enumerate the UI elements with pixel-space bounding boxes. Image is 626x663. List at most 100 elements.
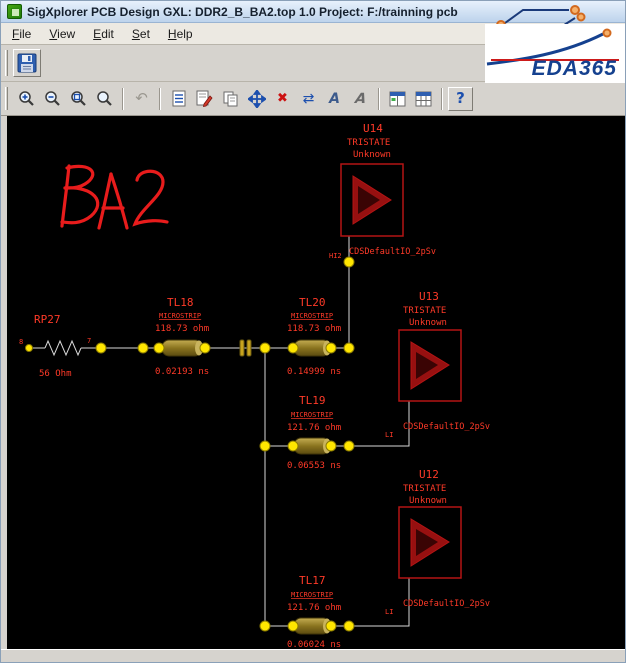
resistor-value[interactable]: 56 Ohm	[39, 369, 72, 379]
buffer-model[interactable]: CDSDefaultIO_2pSv	[403, 422, 490, 432]
tline-ref: TL17	[299, 574, 326, 587]
net-node[interactable]	[259, 342, 271, 354]
copy-button[interactable]	[218, 86, 243, 111]
tline-tl20[interactable]: TL20 MICROSTRIP 118.73 ohm 0.14999 ns	[287, 296, 341, 377]
tools-toolbar: ↶	[1, 82, 625, 116]
net-node[interactable]	[287, 620, 299, 632]
tline-tl17[interactable]: TL17 MICROSTRIP 121.76 ohm 0.06024 ns	[287, 574, 341, 650]
tline-impedance[interactable]: 121.76 ohm	[287, 603, 341, 613]
buffer-model[interactable]: CDSDefaultIO_2pSv	[349, 247, 436, 257]
schematic-canvas[interactable]: RP27 8 7 56 Ohm TL18 MICROSTRIP 118.73 o…	[7, 116, 626, 650]
report-button[interactable]	[166, 86, 191, 111]
toolbar-separator	[122, 87, 124, 110]
toolbar-separator	[378, 87, 380, 110]
menu-set[interactable]: Set	[131, 26, 150, 41]
tline-tl18[interactable]: TL18 MICROSTRIP 118.73 ohm 0.02193 ns	[155, 296, 209, 377]
rotate-text-icon: A	[329, 90, 340, 107]
net-node[interactable]	[259, 440, 271, 452]
zoom-window-icon	[97, 91, 112, 106]
menu-file[interactable]: File	[12, 26, 32, 41]
schematic-svg[interactable]: RP27 8 7 56 Ohm TL18 MICROSTRIP 118.73 o…	[7, 116, 626, 650]
tline-impedance[interactable]: 118.73 ohm	[287, 324, 341, 334]
net-node[interactable]	[343, 256, 355, 268]
buffer-state[interactable]: Unknown	[409, 496, 447, 506]
buffer-triangle-inner	[416, 352, 438, 379]
toolbar-gripper-2[interactable]	[5, 86, 8, 111]
buffer-state[interactable]: Unknown	[409, 318, 447, 328]
net-node[interactable]	[343, 440, 355, 452]
buffer-u13[interactable]: U13 TRISTATE Unknown CDSDefaultIO_2pSv L…	[385, 290, 490, 439]
delete-button[interactable]: ✖	[270, 86, 295, 111]
zoom-out-icon	[45, 91, 60, 106]
swap-icon: ⇄	[302, 90, 315, 107]
net-node[interactable]	[199, 342, 211, 354]
menu-help[interactable]: Help	[167, 26, 193, 41]
buffer-u12[interactable]: U12 TRISTATE Unknown CDSDefaultIO_2pSv L…	[385, 468, 490, 616]
zoom-out-button[interactable]	[40, 86, 65, 111]
net-node[interactable]	[343, 620, 355, 632]
view-grid-button[interactable]	[385, 86, 410, 111]
tline-ref: TL20	[299, 296, 326, 309]
buffer-outline[interactable]	[398, 329, 462, 402]
zoom-fit-button[interactable]	[66, 86, 91, 111]
buffer-outline[interactable]	[340, 163, 404, 237]
buffer-triangle-inner	[416, 529, 438, 556]
buffer-ref: U12	[419, 468, 439, 481]
net-node[interactable]	[137, 342, 149, 354]
tline-delay[interactable]: 0.06553 ns	[287, 461, 341, 471]
tline-delay[interactable]: 0.06024 ns	[287, 640, 341, 650]
net-node[interactable]	[153, 342, 165, 354]
menu-edit[interactable]: Edit	[93, 26, 114, 41]
menu-view[interactable]: View	[49, 26, 76, 41]
toolbar-separator	[159, 87, 161, 110]
buffer-state[interactable]: Unknown	[353, 150, 391, 160]
tline-impedance[interactable]: 118.73 ohm	[155, 324, 209, 334]
tline-delay[interactable]: 0.14999 ns	[287, 367, 341, 377]
undo-button[interactable]: ↶	[129, 86, 154, 111]
buffer-model[interactable]: CDSDefaultIO_2pSv	[403, 599, 490, 609]
shear-text-button[interactable]: A	[348, 86, 373, 111]
series-junction-symbol[interactable]	[239, 339, 252, 357]
buffer-pin-label: LI	[385, 608, 393, 616]
save-button[interactable]	[13, 49, 41, 77]
view-grid-icon	[389, 91, 406, 106]
rotate-text-button[interactable]: A	[322, 86, 347, 111]
buffer-outline[interactable]	[398, 506, 462, 579]
net-node[interactable]	[343, 342, 355, 354]
brand-text: EDA365	[531, 57, 617, 80]
buffer-u14[interactable]: U14 TRISTATE Unknown CDSDefaultIO_2pSv H…	[329, 122, 436, 260]
tline-ref: TL18	[167, 296, 194, 309]
tline-kind: MICROSTRIP	[291, 411, 333, 419]
menu-bar: File View Edit Set Help	[1, 23, 625, 45]
toolbar-gripper[interactable]	[5, 50, 8, 76]
edit-document-button[interactable]	[192, 86, 217, 111]
net-node[interactable]	[25, 344, 33, 352]
net-node[interactable]	[287, 440, 299, 452]
net-node[interactable]	[325, 440, 337, 452]
swap-button[interactable]: ⇄	[296, 86, 321, 111]
net-node[interactable]	[287, 342, 299, 354]
view-table-button[interactable]	[411, 86, 436, 111]
resistor-pin-a: 8	[19, 338, 23, 346]
net-node[interactable]	[95, 342, 107, 354]
edit-document-icon	[196, 90, 213, 107]
zoom-window-button[interactable]	[92, 86, 117, 111]
buffer-triangle-inner	[358, 186, 380, 214]
tline-delay[interactable]: 0.02193 ns	[155, 367, 209, 377]
status-bar	[1, 649, 625, 662]
move-button[interactable]	[244, 86, 269, 111]
net-node[interactable]	[259, 620, 271, 632]
net-node[interactable]	[325, 342, 337, 354]
buffer-ref: U14	[363, 122, 383, 135]
net-node[interactable]	[325, 620, 337, 632]
resistor-rp27[interactable]: RP27 8 7 56 Ohm	[19, 313, 91, 379]
eda365-logo: EDA365	[485, 24, 625, 83]
undo-icon: ↶	[135, 89, 148, 107]
zoom-in-button[interactable]	[14, 86, 39, 111]
help-button[interactable]: ?	[448, 86, 473, 111]
title-bar[interactable]: SigXplorer PCB Design GXL: DDR2_B_BA2.to…	[1, 1, 625, 30]
resistor-pin-b: 7	[87, 337, 91, 345]
tline-impedance[interactable]: 121.76 ohm	[287, 423, 341, 433]
tline-tl19[interactable]: TL19 MICROSTRIP 121.76 ohm 0.06553 ns	[287, 394, 341, 471]
canvas-area: RP27 8 7 56 Ohm TL18 MICROSTRIP 118.73 o…	[1, 116, 626, 650]
